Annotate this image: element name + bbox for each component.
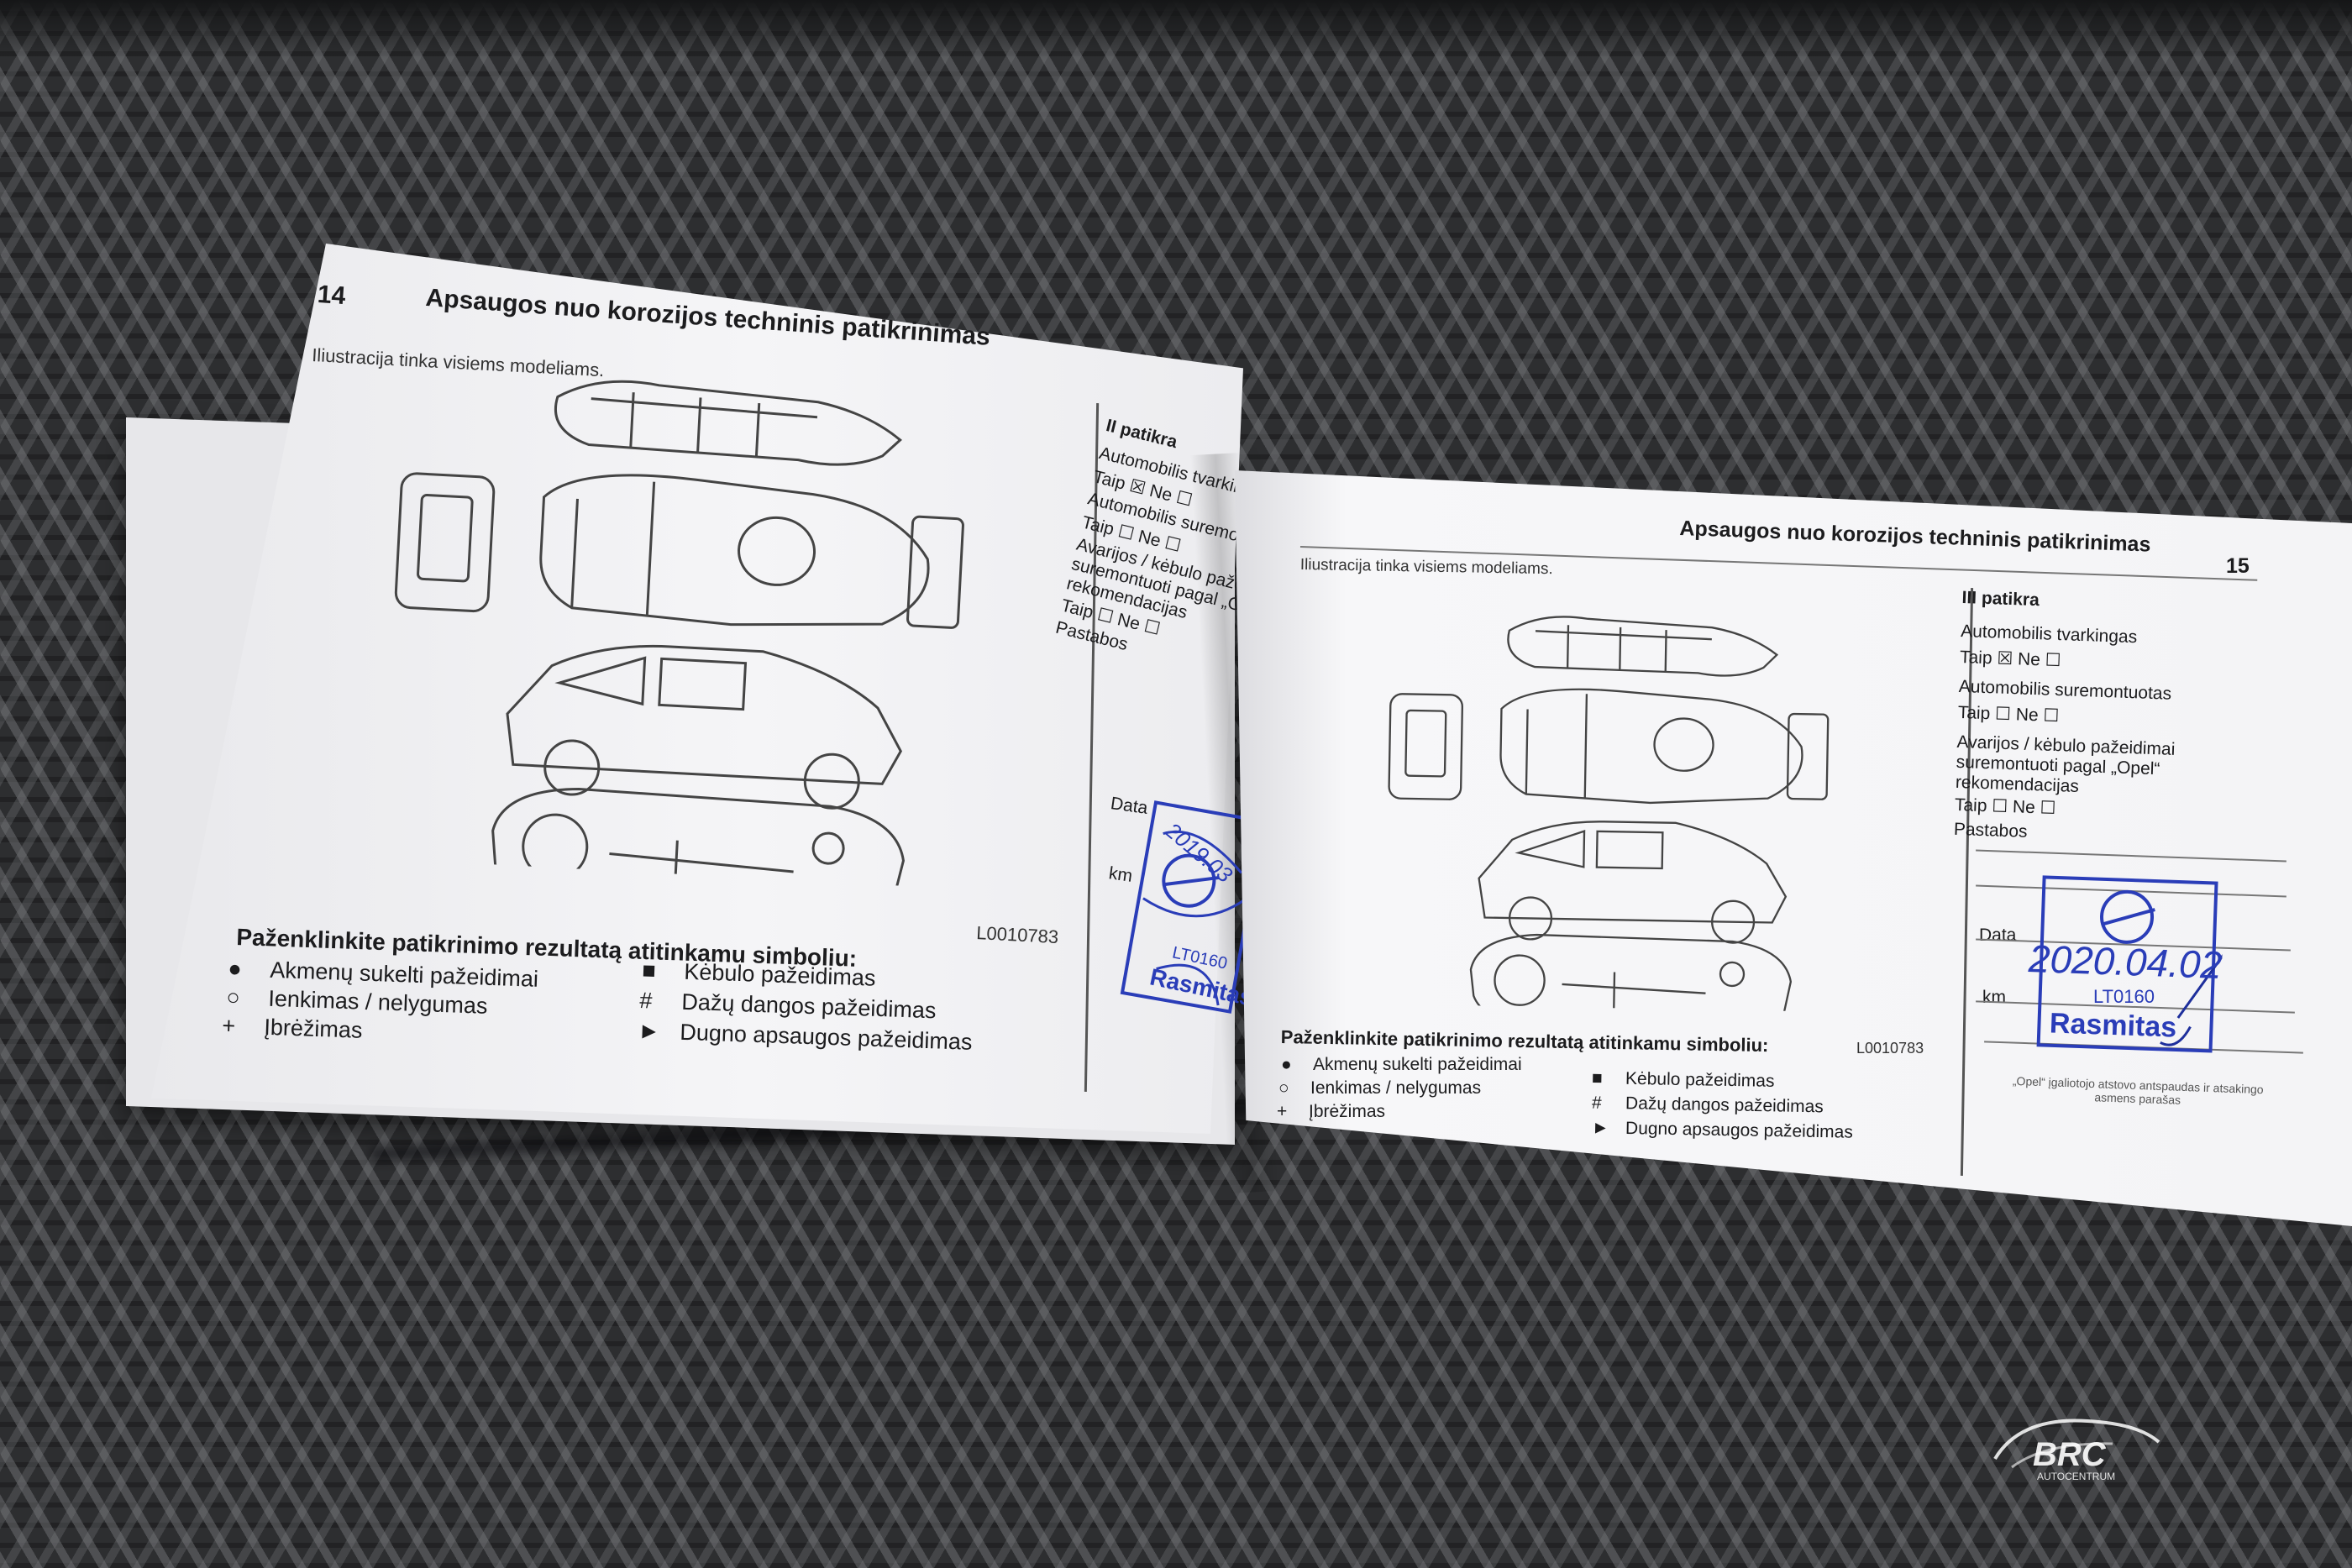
legend-label: Įbrėžimas — [1309, 1102, 1386, 1121]
legend-label: Kėbulo pažeidimas — [1625, 1068, 1775, 1091]
logo-brand: BRC — [2033, 1436, 2107, 1473]
logo-sub: AUTOCENTRUM — [2037, 1471, 2115, 1482]
paint-damage-symbol: # — [638, 988, 654, 1014]
legend-label: Dažų dangos pažeidimas — [1625, 1093, 1824, 1117]
underbody-damage-symbol: ► — [1591, 1118, 1610, 1138]
stone-chip-symbol: ● — [227, 956, 243, 982]
right-stamp-date: 2020.04.02 — [2028, 936, 2223, 988]
seat-top-shadow — [0, 0, 2352, 59]
right-page — [1235, 470, 2352, 1226]
dent-symbol: ○ — [1278, 1078, 1289, 1098]
left-page-number: 14 — [316, 280, 347, 311]
stone-chip-symbol: ● — [1281, 1055, 1292, 1074]
right-legend-item-paint: # Dažų dangos pažeidimas — [1592, 1093, 1824, 1118]
right-stamp-name: Rasmitas — [2049, 1007, 2177, 1044]
right-legend-item-stone: ● Akmenų sukelti pažeidimai — [1281, 1055, 1522, 1075]
legend-label: Įbrėžimas — [263, 1014, 363, 1043]
left-legend-item-scratch: + Įbrėžimas — [222, 1013, 363, 1044]
right-stamp-code: LT0160 — [2093, 986, 2155, 1007]
body-damage-symbol: ■ — [1591, 1068, 1603, 1088]
right-form-line: Pastabos — [1953, 819, 2028, 842]
right-figure-code: L0010783 — [1856, 1040, 1924, 1057]
underbody-damage-symbol: ► — [637, 1018, 661, 1044]
scratch-symbol: + — [221, 1013, 236, 1039]
right-form-heading: III patikra — [1961, 588, 2040, 611]
right-form-line: Taip ☒ Ne ☐ — [1959, 647, 2061, 671]
left-page — [151, 244, 1243, 1134]
legend-label: Dugno apsaugos pažeidimas — [1625, 1118, 1854, 1142]
right-legend-item-scratch: + Įbrėžimas — [1277, 1102, 1385, 1122]
legend-label: Ienkimas / nelygumas — [1310, 1078, 1482, 1098]
right-form-km-label: km — [1982, 988, 2006, 1007]
right-car-diagram — [1388, 616, 1830, 1012]
body-damage-symbol: ■ — [641, 957, 657, 983]
brc-logo-icon: BRC AUTOCENTRUM — [1993, 1419, 2160, 1482]
left-car-diagram — [394, 380, 964, 889]
right-form-line: Taip ☐ Ne ☐ — [1954, 794, 2056, 819]
right-form-line: rekomendacijas — [1955, 772, 2080, 796]
left-form-km-label: km — [1107, 863, 1134, 886]
left-figure-code: L0010783 — [975, 922, 1059, 948]
scratch-symbol: + — [1277, 1102, 1288, 1121]
paint-damage-symbol: # — [1591, 1093, 1602, 1113]
brc-autocentrum-watermark-logo: BRC AUTOCENTRUM — [1987, 1408, 2171, 1488]
legend-label: Akmenų sukelti pažeidimai — [1313, 1055, 1522, 1074]
dent-symbol: ○ — [225, 984, 241, 1010]
right-legend-item-body: ■ Kėbulo pažeidimas — [1592, 1068, 1775, 1092]
right-dealer-stamp — [2036, 875, 2225, 1053]
right-form-data-label: Data — [1979, 926, 2017, 945]
right-page-number: 15 — [2226, 554, 2250, 578]
right-legend-item-dent: ○ Ienkimas / nelygumas — [1278, 1078, 1481, 1099]
right-form-line: Taip ☐ Ne ☐ — [1957, 702, 2060, 726]
